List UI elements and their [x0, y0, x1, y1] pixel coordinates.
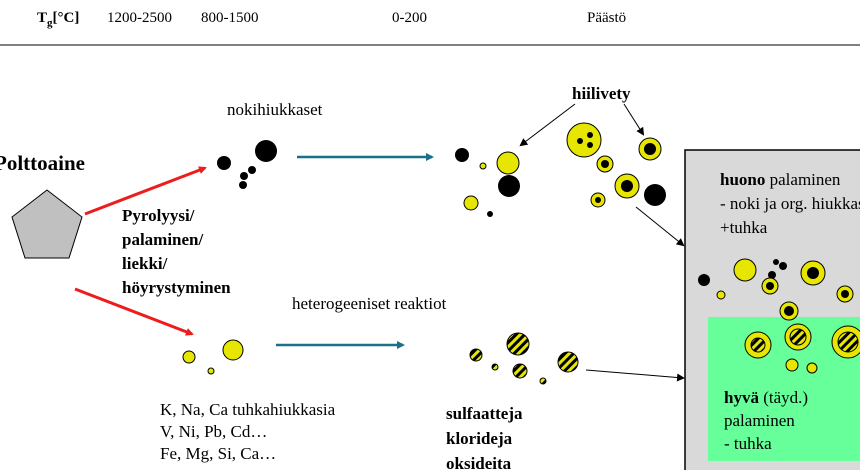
ash-particle [463, 195, 479, 211]
tg-subscript: g [47, 17, 53, 29]
process-label-3: liekki/ [122, 254, 168, 273]
ash-particle [222, 339, 244, 361]
soot-core [841, 290, 849, 298]
hatched-core [750, 337, 766, 353]
good-box-particles [744, 323, 860, 374]
hatched-particle [506, 332, 530, 356]
ash-particle [785, 358, 799, 372]
soot-particle [773, 259, 779, 265]
good-box-text: hyvä (täyd.) palaminen - tuhka [724, 388, 860, 460]
process-label-2: palaminen/ [122, 230, 204, 249]
hatched-particle [491, 363, 499, 371]
coated-particle [496, 151, 520, 175]
arrow-to-good-box [585, 369, 685, 382]
fuel-label: Polttoaine [0, 151, 85, 175]
ash-particle [479, 162, 487, 170]
soot-particle [255, 140, 277, 162]
emission-label: Päästö [587, 10, 627, 26]
soot-particle [240, 172, 248, 180]
fuel-pentagon [11, 189, 83, 259]
soot-particle [644, 184, 666, 206]
compound-label-2: klorideja [446, 429, 513, 448]
soot-particle [698, 274, 710, 286]
compound-label-3: oksideita [446, 454, 512, 470]
temp-range-3: 0-200 [392, 10, 427, 26]
ash-particle [716, 290, 726, 300]
poor-box-text: huono palaminen - noki ja org. hiukkaset… [720, 170, 860, 240]
tg-header-label: Tg[°C] [37, 10, 79, 29]
temp-range-2: 800-1500 [201, 10, 259, 26]
soot-particle [768, 271, 776, 279]
ash-particle [806, 362, 818, 374]
soot-particle [217, 156, 231, 170]
soot-particle [455, 148, 469, 162]
hatched-core [837, 331, 859, 353]
coated-particle [566, 122, 602, 158]
poor-box-rest: palaminen [765, 170, 841, 189]
process-label-4: höyrystyminen [122, 278, 231, 297]
hatched-core [789, 328, 807, 346]
compound-label-1: sulfaatteja [446, 404, 523, 423]
soot-core [601, 160, 609, 168]
good-box-line3: - tuhka [724, 434, 772, 453]
soot-particle [498, 175, 520, 197]
tg-symbol: T [37, 10, 48, 26]
soot-core [644, 143, 656, 155]
soot-core [807, 267, 819, 279]
hatched-particle [539, 377, 547, 385]
soot-core [587, 132, 593, 138]
hydrocarbon-label: hiilivety [572, 84, 631, 103]
hatched-particle [512, 363, 528, 379]
hydrocarbon-pointer-left [519, 103, 576, 147]
poor-box-line3: +tuhka [720, 218, 768, 237]
hydrocarbon-pointer-right [623, 103, 645, 136]
soot-particle [248, 166, 256, 174]
arrow-to-poor-box [635, 206, 685, 247]
ash-particle [207, 367, 215, 375]
soot-particle [487, 211, 493, 217]
hetero-reactions-label: heterogeeniset reaktiot [292, 294, 447, 313]
soot-hydrocarbon-cluster [455, 122, 666, 217]
ash-list-line-3: Fe, Mg, Si, Ca… [160, 444, 277, 463]
red-arrow-down [74, 287, 194, 336]
poor-box-line2: - noki ja org. hiukkaset [720, 194, 860, 213]
hatched-particle [557, 351, 579, 373]
good-box-bold: hyvä [724, 388, 759, 407]
soot-core [587, 142, 593, 148]
good-box-line2: palaminen [724, 411, 795, 430]
red-arrow-up [84, 166, 207, 216]
temp-range-1: 1200-2500 [107, 10, 172, 26]
soot-core [621, 180, 633, 192]
soot-particle [779, 262, 787, 270]
soot-core [784, 306, 794, 316]
hatched-particle [469, 348, 483, 362]
good-box-rest: (täyd.) [758, 388, 809, 407]
soot-particle [239, 181, 247, 189]
soot-particles-cluster [217, 140, 277, 189]
ash-particle [733, 258, 757, 282]
ash-particle [182, 350, 196, 364]
tg-unit: [°C] [52, 10, 80, 26]
poor-box-particles [698, 258, 854, 321]
process-label-1: Pyrolyysi/ [122, 206, 195, 225]
soot-core [766, 282, 774, 290]
compound-particles-cluster [469, 332, 579, 385]
ash-particles-cluster [182, 339, 244, 375]
ash-list-line-1: K, Na, Ca tuhkahiukkasia [160, 400, 336, 419]
soot-core [577, 138, 583, 144]
ash-list-line-2: V, Ni, Pb, Cd… [160, 422, 268, 441]
soot-label: nokihiukkaset [227, 100, 323, 119]
soot-core [595, 197, 601, 203]
poor-box-bold: huono [720, 170, 766, 189]
